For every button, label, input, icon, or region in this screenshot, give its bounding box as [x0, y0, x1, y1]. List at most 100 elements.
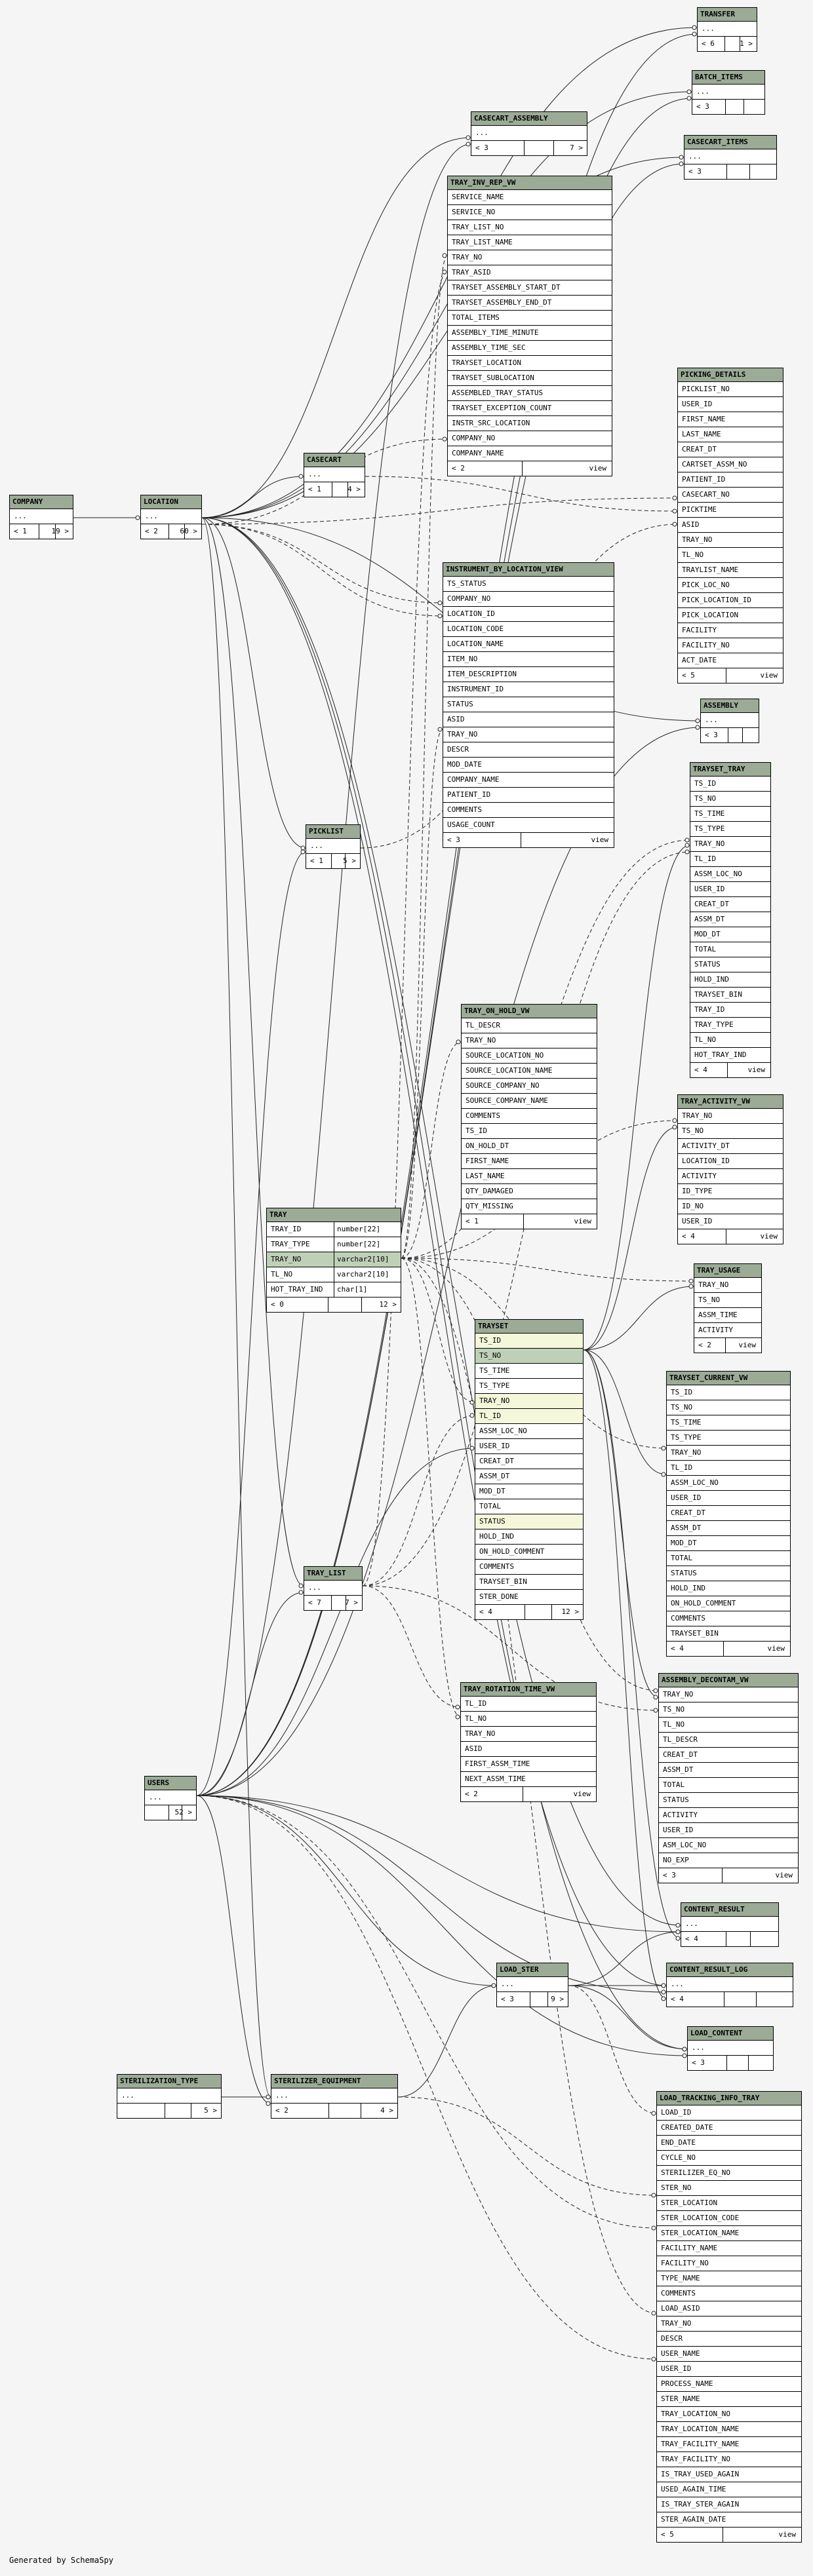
table-header[interactable]: TRAYSET	[475, 1320, 583, 1334]
column-row[interactable]: ON_HOLD_COMMENT	[667, 1596, 790, 1611]
column-row[interactable]: FIRST_NAME	[462, 1154, 597, 1169]
column-row[interactable]: ACTIVITY_DT	[678, 1139, 783, 1154]
column-row[interactable]: ASSEMBLY_TIME_SEC	[448, 341, 612, 356]
column-row[interactable]: TS_NO	[694, 1293, 761, 1308]
column-row[interactable]: ID_TYPE	[678, 1184, 783, 1199]
column-row[interactable]: COMPANY_NO	[443, 592, 614, 607]
column-row[interactable]: QTY_DAMAGED	[462, 1184, 597, 1199]
column-row[interactable]: TRAY_NO	[462, 1033, 597, 1048]
column-row[interactable]: FIRST_ASSM_TIME	[461, 1757, 596, 1772]
column-row[interactable]: TRAY_LIST_NO	[448, 220, 612, 235]
column-row[interactable]: TS_STATUS	[443, 577, 614, 592]
column-row[interactable]: ...	[701, 713, 759, 728]
column-row[interactable]: TRAYSET_BIN	[667, 1626, 790, 1642]
column-row[interactable]: ASM_LOC_NO	[659, 1838, 798, 1853]
column-row[interactable]: CASECART_NO	[678, 488, 783, 503]
column-row[interactable]: TS_TYPE	[475, 1379, 583, 1394]
column-row[interactable]: ASSM_LOC_NO	[690, 867, 770, 882]
table-header[interactable]: ASSEMBLY_DECONTAM_VW	[659, 1674, 798, 1687]
column-row[interactable]: MOD_DT	[667, 1536, 790, 1551]
column-row[interactable]: NO_EXP	[659, 1853, 798, 1868]
column-row[interactable]: TRAYSET_ASSEMBLY_START_DT	[448, 280, 612, 296]
column-row[interactable]: ...	[141, 509, 201, 524]
column-row[interactable]: PICKLIST_NO	[678, 382, 783, 397]
column-row[interactable]: PICK_LOCATION_ID	[678, 593, 783, 608]
table-header[interactable]: CASECART	[304, 453, 365, 467]
column-row[interactable]: COMMENTS	[443, 803, 614, 818]
column-row[interactable]: TRAY_NO	[659, 1687, 798, 1702]
column-row[interactable]: ...	[306, 839, 360, 854]
column-row[interactable]: LOCATION_ID	[678, 1154, 783, 1169]
column-row[interactable]: LAST_NAME	[678, 427, 783, 442]
column-row[interactable]: ASSM_LOC_NO	[667, 1476, 790, 1491]
table-header[interactable]: TRAYSET_CURRENT_VW	[667, 1372, 790, 1385]
column-row[interactable]: LOAD_ASID	[657, 2301, 801, 2316]
column-row[interactable]: LOCATION_NAME	[443, 637, 614, 652]
column-row[interactable]: TL_DESCR	[659, 1733, 798, 1748]
table-header[interactable]: PICKLIST	[306, 825, 360, 839]
column-row[interactable]: STATUS	[475, 1514, 583, 1529]
column-row[interactable]: TRAY_LOCATION_NAME	[657, 2422, 801, 2437]
column-row[interactable]: FACILITY_NAME	[657, 2241, 801, 2256]
column-row[interactable]: COMMENTS	[475, 1560, 583, 1575]
column-row[interactable]: USER_ID	[678, 1214, 783, 1229]
column-row[interactable]: ...	[681, 1917, 778, 1932]
table-header[interactable]: TRAY_ACTIVITY_VW	[678, 1095, 783, 1109]
column-row[interactable]: ASID	[461, 1742, 596, 1757]
column-row[interactable]: NEXT_ASSM_TIME	[461, 1772, 596, 1787]
column-row[interactable]: FACILITY_NO	[678, 638, 783, 653]
column-row[interactable]: TS_ID	[475, 1334, 583, 1349]
column-row[interactable]: SOURCE_COMPANY_NAME	[462, 1094, 597, 1109]
column-row[interactable]: COMPANY_NAME	[448, 446, 612, 461]
column-row[interactable]: TL_ID	[461, 1697, 596, 1712]
table-content-result[interactable]: CONTENT_RESULT...< 4	[681, 1902, 779, 1947]
column-row[interactable]: MOD_DT	[690, 927, 770, 942]
column-row[interactable]: PATIENT_ID	[678, 472, 783, 488]
column-row[interactable]: ...	[304, 1581, 362, 1596]
column-row[interactable]: TRAY_ID	[690, 1003, 770, 1018]
column-row[interactable]: TS_TYPE	[690, 822, 770, 837]
column-row[interactable]: ASID	[678, 518, 783, 533]
column-row[interactable]: TRAYSET_BIN	[475, 1575, 583, 1590]
column-row[interactable]: TOTAL	[690, 942, 770, 957]
column-row[interactable]: PROCESS_NAME	[657, 2377, 801, 2392]
column-row[interactable]: TRAY_NO	[475, 1394, 583, 1409]
column-row[interactable]: ASSM_DT	[667, 1521, 790, 1536]
column-row[interactable]: FIRST_NAME	[678, 412, 783, 427]
column-row[interactable]: STATUS	[667, 1566, 790, 1581]
table-header[interactable]: TRANSFER	[698, 8, 757, 22]
column-row[interactable]: ...	[271, 2088, 397, 2104]
column-row[interactable]: ACTIVITY	[659, 1808, 798, 1823]
table-header[interactable]: TRAY_ON_HOLD_VW	[462, 1005, 597, 1018]
table-header[interactable]: CASECART_ASSEMBLY	[471, 112, 587, 126]
column-row[interactable]: ASSEMBLED_TRAY_STATUS	[448, 386, 612, 401]
table-header[interactable]: CASECART_ITEMS	[684, 136, 776, 149]
table-header[interactable]: USERS	[145, 1777, 196, 1790]
table-header[interactable]: STERILIZATION_TYPE	[117, 2075, 221, 2088]
column-row[interactable]: ON_HOLD_DT	[462, 1139, 597, 1154]
column-row[interactable]: DESCR	[443, 742, 614, 758]
column-row[interactable]: ...	[10, 509, 73, 524]
column-row[interactable]: INSTR_SRC_LOCATION	[448, 416, 612, 431]
table-header[interactable]: INSTRUMENT_BY_LOCATION_VIEW	[443, 563, 614, 577]
column-row[interactable]: COMPANY_NO	[448, 431, 612, 446]
column-row[interactable]: ...	[145, 1790, 196, 1805]
table-header[interactable]: TRAY_LIST	[304, 1567, 362, 1581]
column-row[interactable]: TRAYSET_EXCEPTION_COUNT	[448, 401, 612, 416]
column-row[interactable]: TRAYSET_ASSEMBLY_END_DT	[448, 296, 612, 311]
column-row[interactable]: TOTAL	[667, 1551, 790, 1566]
table-header[interactable]: LOAD_STER	[497, 1963, 568, 1977]
